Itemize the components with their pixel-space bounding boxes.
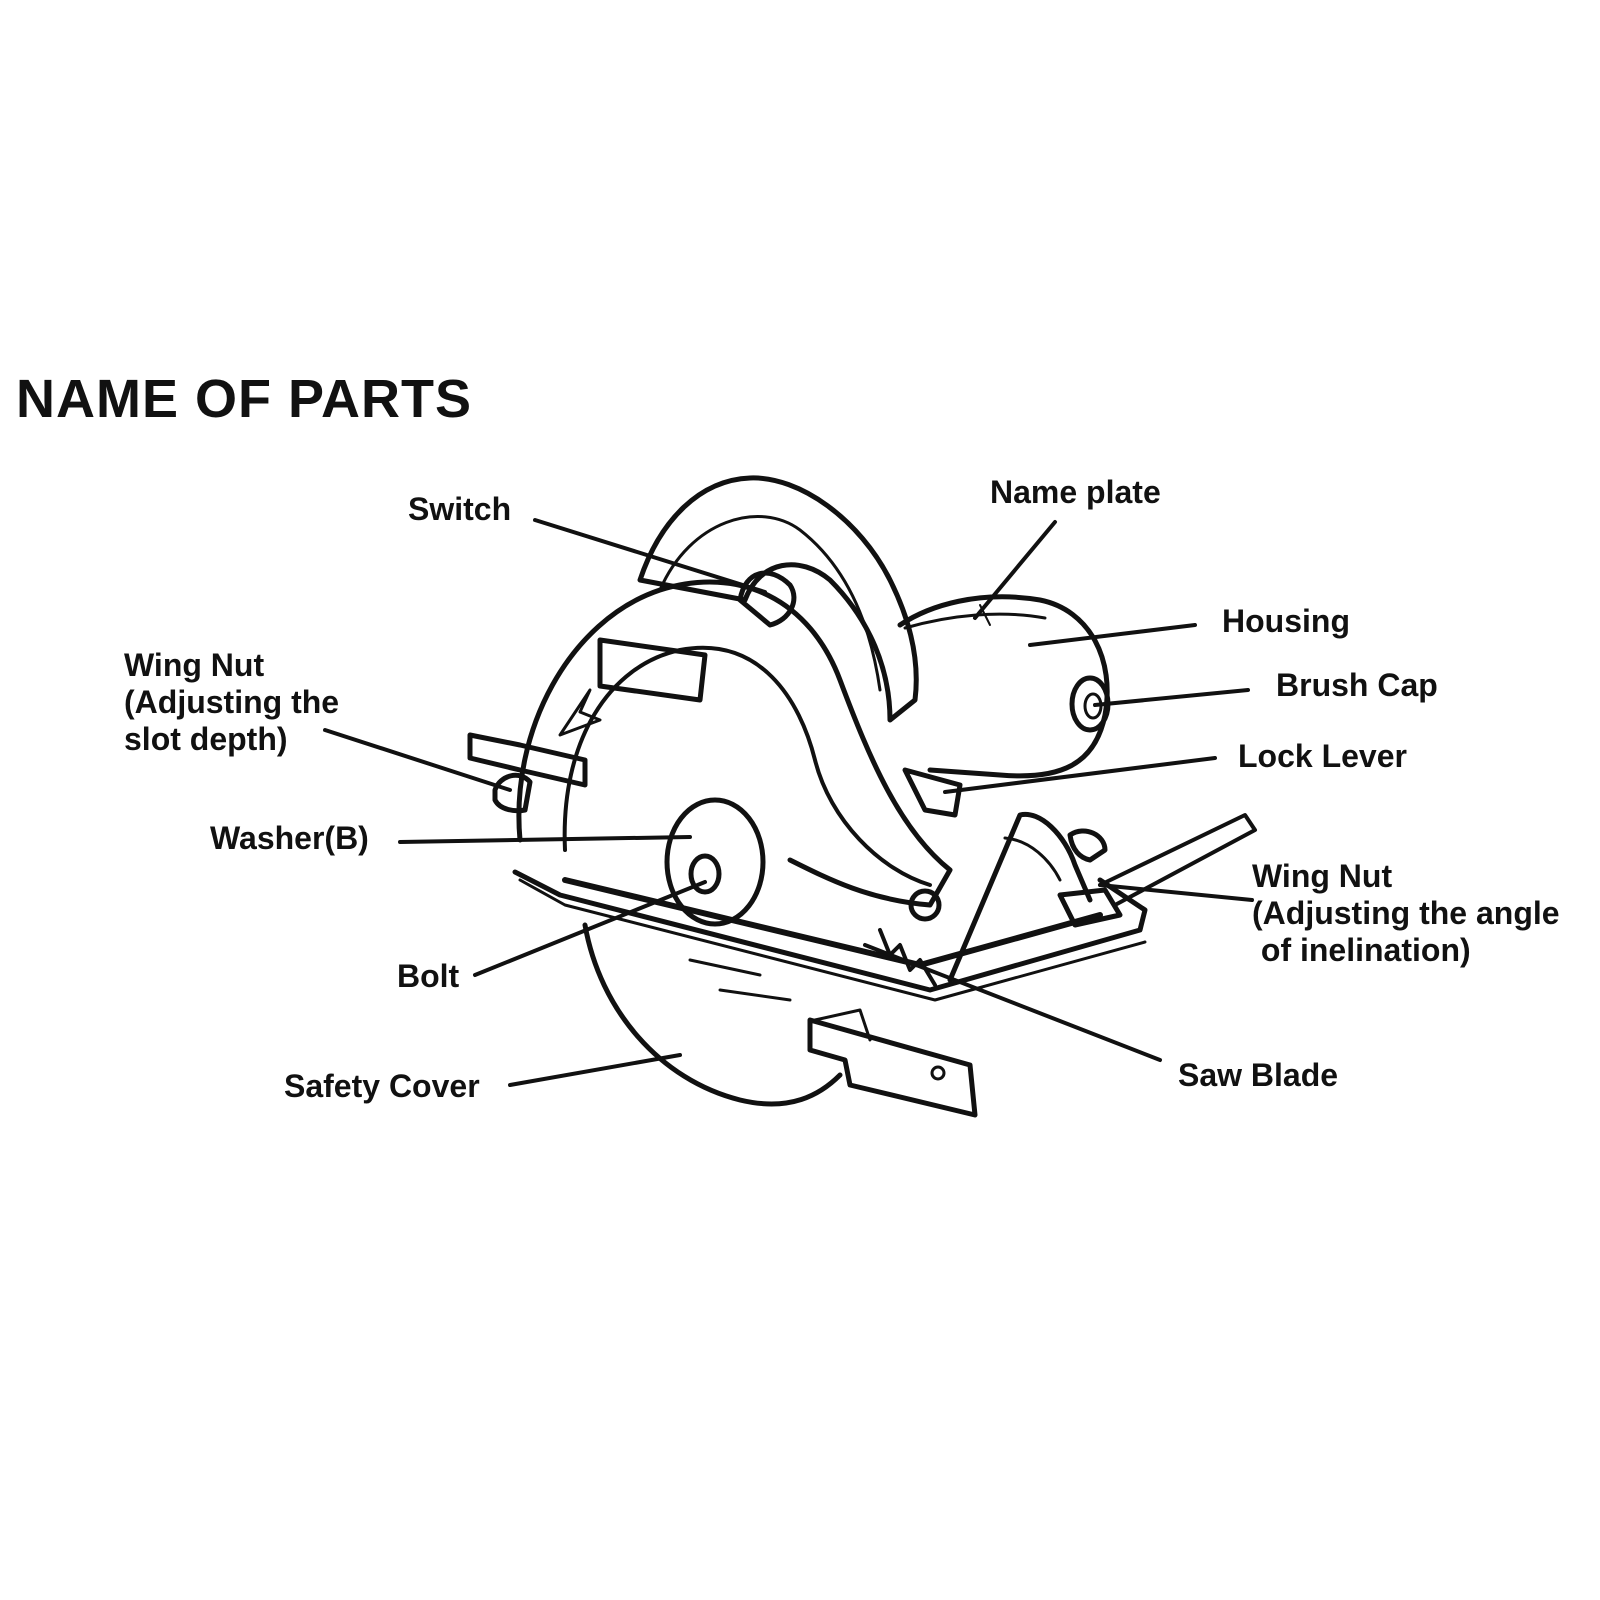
page-title: NAME OF PARTS (16, 369, 472, 429)
blade-guard (516, 579, 953, 908)
leader-saw-blade (863, 943, 1162, 1062)
label-wing-nut-depth: Wing Nut (Adjusting the slot depth) (124, 647, 340, 757)
leader-safety-cover (508, 1053, 682, 1087)
motor-housing (897, 594, 1110, 779)
wing-nut-depth (492, 772, 533, 814)
rotation-arrow (558, 688, 602, 737)
label-bolt: Bolt (397, 958, 460, 994)
label-housing: Housing (1222, 603, 1350, 639)
blade-teeth (878, 928, 937, 987)
leader-lock-lever (943, 756, 1217, 794)
wing-nut-angle (1067, 828, 1108, 863)
base-plate (512, 869, 1148, 993)
label-lock-lever: Lock Lever (1238, 738, 1407, 774)
pivot-knob (908, 888, 942, 922)
leader-wing-nut-depth (323, 728, 512, 792)
label-switch: Switch (408, 491, 512, 527)
leader-wing-nut-angle (1098, 883, 1254, 902)
base-plate-front (518, 878, 1147, 1002)
switch-body (737, 570, 797, 628)
angle-bracket (947, 811, 1093, 983)
wing-nut-angle-body (1057, 887, 1123, 928)
label-name-plate: Name plate (990, 474, 1161, 510)
leader-lines (323, 518, 1254, 1087)
rip-fence-lower (807, 1017, 978, 1118)
name-plate-rect (597, 637, 708, 703)
depth-lever (467, 732, 588, 788)
saw-blade-edge (688, 958, 792, 1002)
leader-brush-cap (1093, 688, 1250, 707)
label-saw-blade: Saw Blade (1178, 1057, 1339, 1093)
handle-outline (637, 475, 919, 723)
safety-cover (582, 922, 843, 1107)
bolt-head (688, 853, 722, 895)
label-brush-cap: Brush Cap (1276, 667, 1438, 703)
washer-b (664, 797, 766, 927)
rip-fence (1098, 813, 1257, 907)
angle-bracket-inner (1003, 836, 1062, 882)
label-washer-b: Washer(B) (210, 820, 369, 856)
leader-name-plate (973, 520, 1057, 620)
leader-housing (1028, 623, 1197, 647)
leader-switch (533, 518, 767, 594)
leader-bolt (473, 880, 707, 977)
fence-hole (930, 1065, 946, 1081)
handle-inner (658, 515, 882, 692)
lock-lever (902, 767, 963, 818)
label-wing-nut-angle: Wing Nut (Adjusting the angle of inelina… (1252, 858, 1560, 968)
leader-washer (398, 835, 692, 844)
label-safety-cover: Safety Cover (284, 1068, 480, 1104)
base-plate-top (562, 877, 1103, 968)
rip-fence-slot (813, 1008, 872, 1042)
